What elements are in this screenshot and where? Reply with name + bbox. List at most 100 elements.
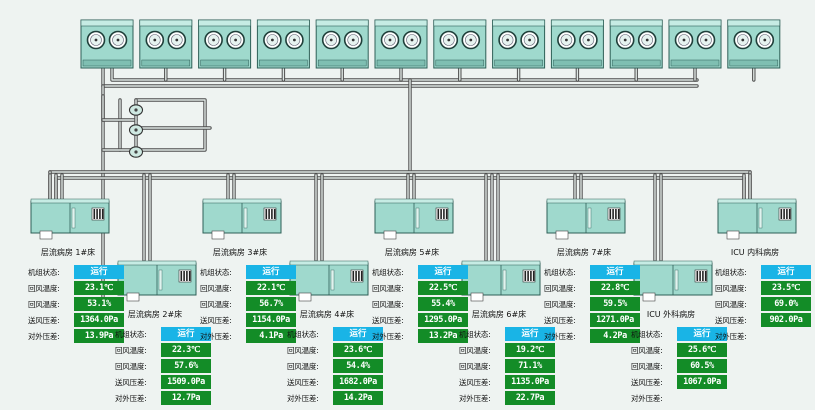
field-label: 对外压差: [28,332,60,341]
data-row: 对外压差:13.9Pa [28,328,128,344]
data-row: 对外压差: [631,390,731,406]
data-row: 机组状态:运行 [544,264,644,280]
indoor-unit [374,198,454,240]
fan-icon [461,30,481,50]
fan-icon [557,30,576,50]
fan-icon [285,30,304,50]
return-temp-value: 25.6℃ [677,343,727,357]
fan-icon [204,30,223,50]
return-temp-value: 22.8℃ [590,281,640,295]
outdoor-unit [198,19,252,69]
data-row: 送风压差: 1682.0Pa [287,374,387,390]
field-label: 回风温度: [631,362,663,371]
field-label: 送风压差: [287,378,319,387]
supply-pressure-value: 1682.0Pa [333,375,383,389]
field-label: 送风压差: [715,316,747,325]
indoor-unit [717,198,797,240]
outside-pressure-value: 14.2Pa [333,391,383,405]
return-temp-value: 23.1℃ [74,281,124,295]
supply-pressure-value: 1154.0Pa [246,313,296,327]
indoor-unit [546,198,626,240]
room-name: 层流病房 7#床 [556,248,612,257]
data-row: 对外压差: [715,328,815,344]
data-row: 对外压差:4.2Pa [544,328,644,344]
data-row: 回风温度:54.4% [287,358,387,374]
fan-icon [696,30,716,50]
data-row: 回风温度:19.2℃ [459,342,559,358]
status-badge: 运行 [161,327,211,341]
return-temp-value: 19.2℃ [505,343,555,357]
field-label: 对外压差: [200,332,232,341]
data-row: 回风温度:56.7% [200,296,300,312]
data-row: 机组状态: 运行 [631,326,731,342]
field-label: 送风压差: [372,316,404,325]
data-row: 送风压差:1135.0Pa [459,374,559,390]
data-row: 送风压差: 1154.0Pa [200,312,300,328]
return-temp-value: 22.5℃ [418,281,468,295]
fan-icon [86,30,106,50]
data-row: 回风温度:55.4% [372,296,472,312]
data-row: 对外压差:13.2Pa [372,328,472,344]
field-label: 送风压差: [544,316,576,325]
supply-pressure-value: 1295.0Pa [418,313,468,327]
field-label: 回风温度: [115,346,147,355]
vent-icon [607,207,621,221]
data-row: 机组状态:运行 [287,326,387,342]
fan-icon [108,30,128,50]
field-label: 机组状态: [631,330,663,339]
return-humidity-value: 71.1% [505,359,555,373]
data-row: 送风压差:1509.0Pa [115,374,215,390]
indoor-unit [30,198,110,240]
field-label: 回风温度: [115,362,147,371]
status-badge: 运行 [677,327,727,341]
field-label: 回风温度: [631,346,663,355]
indoor-unit [202,198,282,240]
data-row: 回风温度:22.5℃ [372,280,472,296]
data-row: 回风温度:23.5℃ [715,280,815,296]
data-row: 回风温度: 23.1℃ [28,280,128,296]
field-label: 对外压差: [372,332,404,341]
fan-icon [402,30,422,50]
data-row: 送风压差:1067.0Pa [631,374,731,390]
field-label: 机组状态: [372,268,404,277]
field-label: 对外压差: [459,394,491,403]
data-row: 对外压差:4.1Pa [200,328,300,344]
vent-icon [178,269,192,283]
field-label: 回风温度: [459,362,491,371]
fan-icon [343,30,363,50]
field-label: 送风压差: [459,378,491,387]
field-label: 回风温度: [28,284,60,293]
return-temp-value: 22.1℃ [246,281,296,295]
data-row: 对外压差:12.7Pa [115,390,215,406]
indoor-unit [117,260,197,302]
status-badge: 运行 [761,265,811,279]
outdoor-unit [609,19,663,69]
data-row: 机组状态:运行 [715,264,815,280]
supply-pressure-value: 902.0Pa [761,313,811,327]
field-label: 对外压差: [715,332,747,341]
room-name: 层流病房 2#床 [127,310,183,319]
return-humidity-value: 69.0% [761,297,811,311]
return-humidity-value: 53.1% [74,297,124,311]
valve-group [128,104,144,158]
return-temp-value: 23.5℃ [761,281,811,295]
data-row: 回风温度:53.1% [28,296,128,312]
valve-icon [128,104,144,116]
room-name: 层流病房 5#床 [384,248,440,257]
field-label: 送风压差: [631,378,663,387]
data-row: 回风温度:57.6% [115,358,215,374]
field-label: 机组状态: [544,268,576,277]
room-name: 层流病房 6#床 [471,310,527,319]
field-label: 机组状态: [28,268,60,277]
data-row: 送风压差: 902.0Pa [715,312,815,328]
field-label: 机组状态: [200,268,232,277]
fan-icon [263,30,282,50]
field-label: 送风压差: [200,316,232,325]
fan-icon [579,30,598,50]
return-humidity-value: 59.5% [590,297,640,311]
fan-icon [167,30,187,50]
